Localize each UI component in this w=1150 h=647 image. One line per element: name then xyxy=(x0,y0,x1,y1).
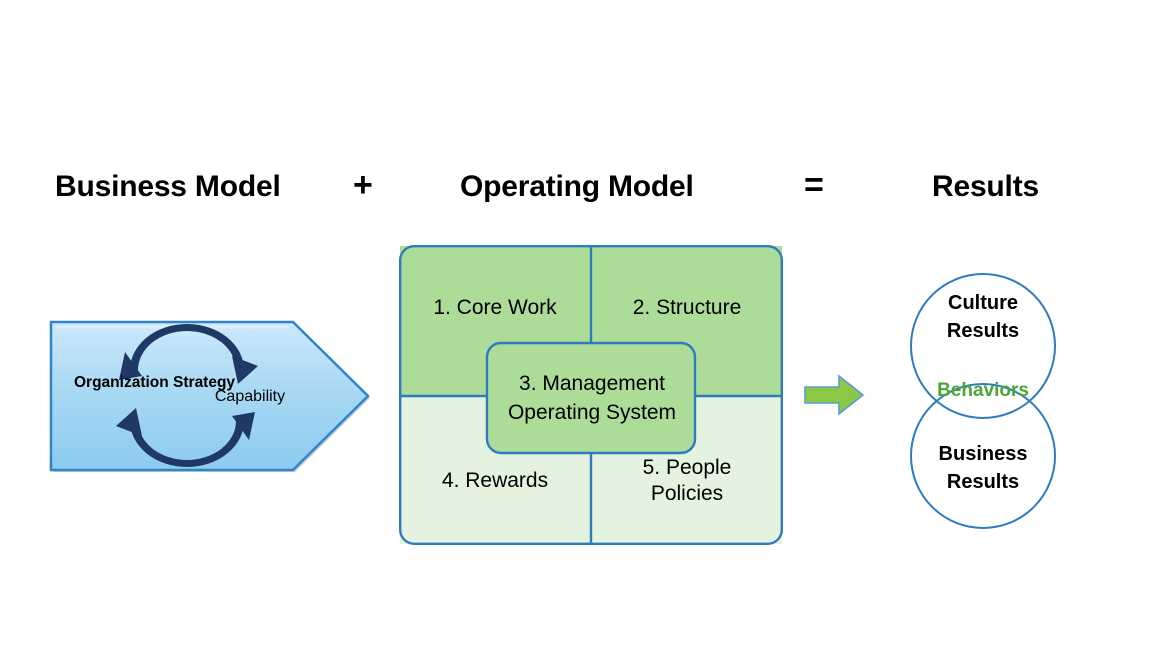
cell-label-management-operating-system: 3. Management Operating System xyxy=(507,372,677,424)
cell-label-core-work: 1. Core Work xyxy=(433,296,557,319)
management-operating-system-box xyxy=(485,341,697,455)
culture-results-label: Culture Results xyxy=(946,292,1020,342)
cell-label-people-policies: 5. People Policies xyxy=(642,456,732,505)
circular-arrows-icon xyxy=(116,324,258,467)
organization-strategy-label: Organization Strategy xyxy=(74,374,236,391)
header-results: Results xyxy=(932,170,1039,203)
business-results-label: Business Results xyxy=(938,443,1028,493)
cell-label-structure: 2. Structure xyxy=(632,296,742,319)
business-model-chevron xyxy=(47,318,372,473)
grid-outer-border xyxy=(399,245,783,545)
equals-operator: = xyxy=(804,166,824,204)
chevron-shape xyxy=(49,320,370,472)
header-business-model: Business Model xyxy=(55,170,281,203)
operating-model-grid xyxy=(399,245,783,545)
header-operating-model: Operating Model xyxy=(460,170,694,203)
plus-operator: + xyxy=(353,166,373,204)
results-venn-diagram xyxy=(893,272,1073,530)
capability-label: Capability xyxy=(214,388,286,405)
business-results-circle xyxy=(910,383,1056,529)
culture-results-circle xyxy=(910,273,1056,419)
cell-label-rewards: 4. Rewards xyxy=(441,469,549,492)
right-arrow-icon xyxy=(803,373,865,417)
behaviors-label: Behaviors xyxy=(937,380,1029,401)
